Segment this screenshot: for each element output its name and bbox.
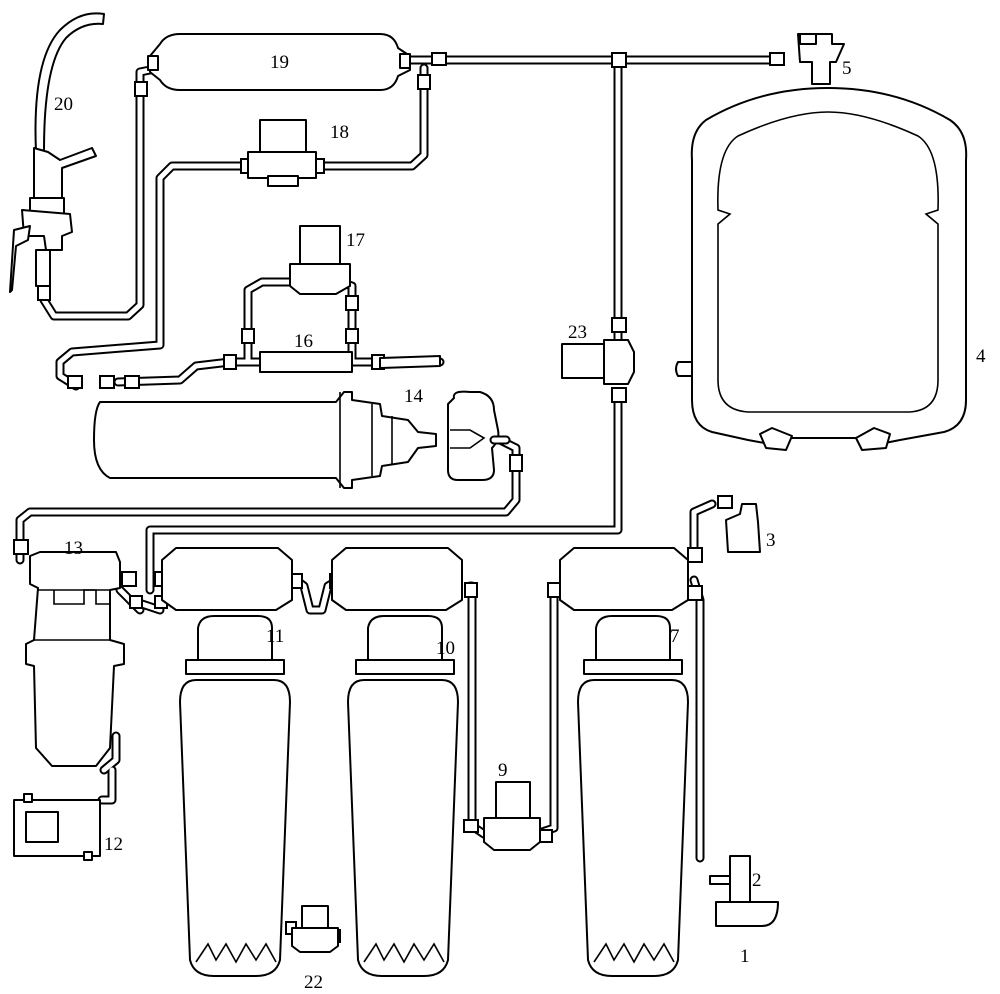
inlet-valve-9 — [483, 781, 541, 851]
filter-cartridge-11 — [179, 615, 291, 977]
drain-valve-22 — [291, 905, 339, 953]
label-10: 10 — [436, 638, 455, 659]
label-16: 16 — [294, 331, 313, 352]
label-9: 9 — [498, 760, 508, 781]
inlet-adapter-2 — [709, 855, 751, 903]
filter-head-11 — [161, 547, 293, 611]
label-13: 13 — [64, 538, 83, 559]
part-labels: 1 2 3 4 5 7 9 10 11 12 13 14 16 17 18 19… — [54, 52, 986, 993]
transformer-12 — [13, 793, 101, 861]
label-11: 11 — [266, 626, 284, 647]
solenoid-valve-18 — [247, 119, 317, 187]
booster-pump-13 — [25, 551, 125, 767]
membrane-end-cap — [447, 390, 511, 481]
post-filter-19 — [147, 33, 411, 91]
pressure-switch-3 — [725, 503, 761, 553]
label-19: 19 — [270, 52, 289, 73]
filter-cartridge-10 — [347, 615, 459, 977]
label-18: 18 — [330, 122, 349, 143]
faucet — [9, 12, 105, 293]
label-7: 7 — [670, 626, 680, 647]
label-23: 23 — [568, 322, 587, 343]
tank-valve-5 — [797, 33, 845, 85]
filter-cartridge-7 — [577, 615, 689, 977]
filter-head-7 — [559, 547, 689, 611]
valve-17 — [289, 225, 351, 295]
label-1: 1 — [740, 946, 750, 967]
label-20: 20 — [54, 94, 73, 115]
label-22: 22 — [304, 972, 323, 993]
label-12: 12 — [104, 834, 123, 855]
label-14: 14 — [404, 386, 424, 407]
water-source-1 — [715, 901, 779, 927]
ro-membrane-14 — [93, 391, 437, 489]
valve-23 — [561, 339, 635, 385]
label-17: 17 — [346, 230, 365, 251]
storage-tank-4 — [675, 87, 968, 451]
label-5: 5 — [842, 58, 852, 79]
label-3: 3 — [766, 530, 776, 551]
label-4: 4 — [976, 346, 986, 367]
label-2: 2 — [752, 870, 762, 891]
filter-head-10 — [331, 547, 463, 611]
flow-restrictor-16 — [259, 351, 441, 373]
